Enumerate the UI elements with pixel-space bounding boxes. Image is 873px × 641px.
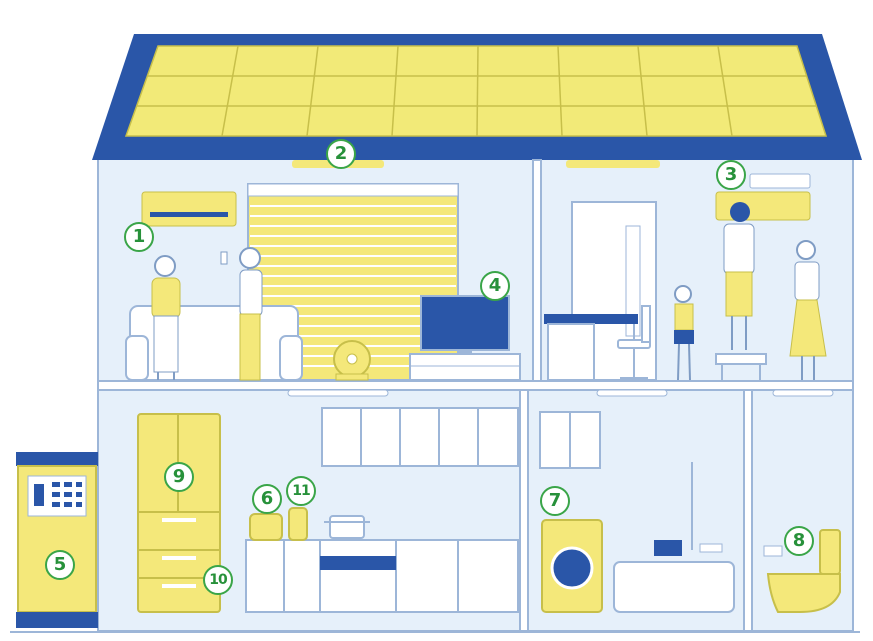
person-elderly-woman	[151, 255, 181, 380]
electric-fan	[333, 340, 371, 381]
rice-cooker	[249, 513, 283, 541]
person-mother	[789, 240, 827, 380]
person-elderly-man	[220, 247, 263, 381]
marker-2: 2	[326, 139, 356, 169]
air-conditioner-living	[141, 191, 237, 227]
wall-cabinet	[539, 411, 601, 469]
marker-11: 11	[286, 476, 316, 506]
wall-upper-divider	[532, 159, 542, 382]
person-father-on-stool	[715, 202, 767, 380]
floor-slab	[97, 380, 854, 391]
washing-machine	[541, 519, 603, 613]
bathtub	[613, 462, 735, 613]
upper-cabinets	[321, 407, 519, 467]
wall-lower-divider-b	[743, 389, 753, 632]
sofa	[125, 305, 303, 381]
marker-1: 1	[124, 222, 154, 252]
home-battery-unit	[16, 452, 98, 628]
cooking-pot	[324, 515, 370, 539]
marker-9: 9	[164, 462, 194, 492]
marker-10: 10	[203, 565, 233, 595]
marker-3: 3	[716, 160, 746, 190]
wall-lower-divider-a	[519, 389, 529, 632]
marker-7: 7	[540, 486, 570, 516]
marker-6: 6	[252, 484, 282, 514]
kitchen-counter	[245, 539, 519, 613]
television	[409, 295, 521, 381]
desk-chair	[617, 305, 651, 379]
electric-kettle	[288, 507, 308, 541]
marker-8: 8	[784, 526, 814, 556]
solar-panels	[124, 45, 828, 137]
marker-4: 4	[480, 271, 510, 301]
person-child	[674, 285, 694, 381]
toilet	[763, 529, 841, 613]
marker-5: 5	[45, 550, 75, 580]
ceiling-light-right	[566, 160, 660, 168]
